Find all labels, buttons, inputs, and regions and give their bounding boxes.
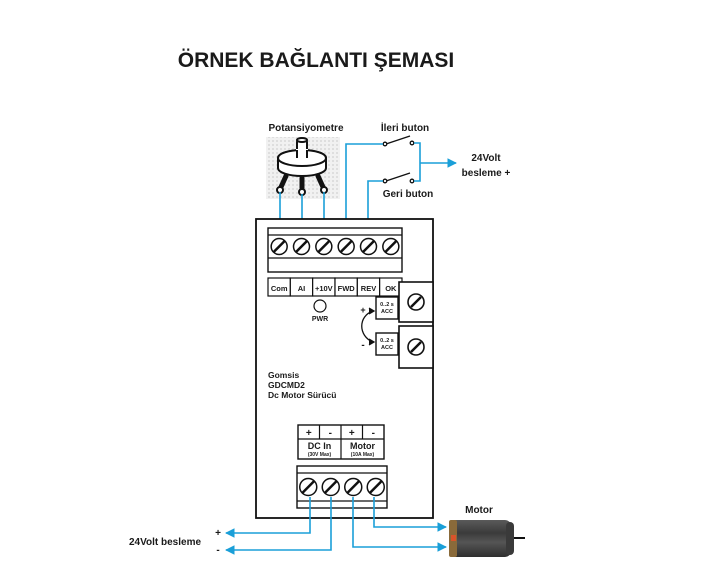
terminal-screw-icon[interactable] (299, 477, 318, 497)
dc-in-label: DC In (308, 441, 332, 451)
terminal-screw-icon[interactable] (292, 237, 311, 256)
terminal-screw-icon[interactable] (382, 237, 400, 256)
terminal-screw-icon[interactable] (270, 237, 288, 256)
dc-in-spec: (30V Max) (308, 452, 332, 458)
terminal-label-ai: AI (298, 284, 306, 293)
terminal-polarity-sign: - (329, 428, 332, 439)
wire-button-common (414, 142, 421, 182)
power-wires (225, 497, 447, 555)
trimmer-plus-sign: + (360, 305, 365, 315)
device-brand: Gomsis (268, 370, 299, 380)
terminal-label-rev: REV (361, 284, 376, 293)
trimmer-minus-sign: - (361, 340, 364, 351)
device-model: GDCMD2 (268, 380, 305, 390)
motor-label: Motor (465, 505, 493, 516)
terminal-label-10v: +10V (315, 284, 333, 293)
supply-bottom-plus: + (215, 528, 221, 539)
terminal-label-fwd: FWD (338, 284, 356, 293)
bottom-terminal-block (296, 465, 388, 509)
terminal-screw-icon[interactable] (344, 477, 363, 497)
reverse-switch-icon (382, 172, 415, 184)
terminal-polarity-sign: - (372, 428, 375, 439)
wire-rev (367, 180, 383, 233)
potentiometer-icon (276, 137, 328, 196)
potentiometer: Potansiyometre (266, 123, 344, 199)
terminal-screw-icon[interactable] (337, 237, 355, 256)
trimmer-acc-minus[interactable]: 0..2 s ACC (375, 325, 434, 369)
wire-dc-plus (225, 497, 311, 538)
top-terminal-labels: Com AI +10V FWD REV OK (267, 277, 403, 297)
power-led-icon (313, 299, 327, 313)
trimmer-label-line2: ACC (381, 345, 393, 351)
motor-icon (449, 520, 525, 557)
reverse-button-label: Geri buton (383, 189, 434, 200)
wire-dc-minus (225, 497, 332, 555)
terminal-label-com: Com (271, 284, 288, 293)
adjust-direction-arrow-icon (361, 307, 376, 346)
motor-terminal-label: Motor (350, 441, 375, 451)
terminal-polarity-sign: + (306, 428, 312, 439)
power-led-label: PWR (312, 316, 328, 323)
top-terminal-block (267, 227, 403, 273)
potentiometer-label: Potansiyometre (268, 123, 343, 134)
wire-motor-minus (373, 497, 447, 532)
bottom-terminal-labels: + - + - DC In (30V Max) Motor (10A Max) (297, 424, 385, 460)
motor-terminal-spec: (10A Max) (351, 452, 375, 458)
supply-top-label-line2: besleme + (462, 168, 511, 179)
terminal-screw-icon[interactable] (315, 237, 333, 256)
supply-top-label-line1: 24Volt (471, 153, 501, 164)
terminal-screw-icon[interactable] (359, 237, 378, 256)
diagram-title: ÖRNEK BAĞLANTI ŞEMASI (178, 48, 455, 72)
wire-fwd (345, 143, 383, 233)
terminal-screw-icon[interactable] (366, 477, 385, 497)
forward-switch-icon (382, 135, 415, 147)
trimmer-label-line2: ACC (381, 309, 393, 315)
forward-button-label: İleri buton (381, 121, 429, 134)
terminal-polarity-sign: + (349, 428, 355, 439)
trimmer-label-line1: 0..2 s (380, 338, 394, 344)
terminal-label-ok: OK (385, 284, 397, 293)
terminal-screw-icon[interactable] (321, 477, 340, 497)
trimmer-acc-plus[interactable]: 0..2 s ACC (375, 281, 434, 323)
wire-motor-plus (352, 497, 447, 552)
trimmer-label-line1: 0..2 s (380, 302, 394, 308)
supply-bottom-label: 24Volt besleme (129, 537, 202, 548)
device-name: Dc Motor Sürücü (268, 390, 336, 400)
supply-bottom-minus: - (216, 545, 219, 556)
